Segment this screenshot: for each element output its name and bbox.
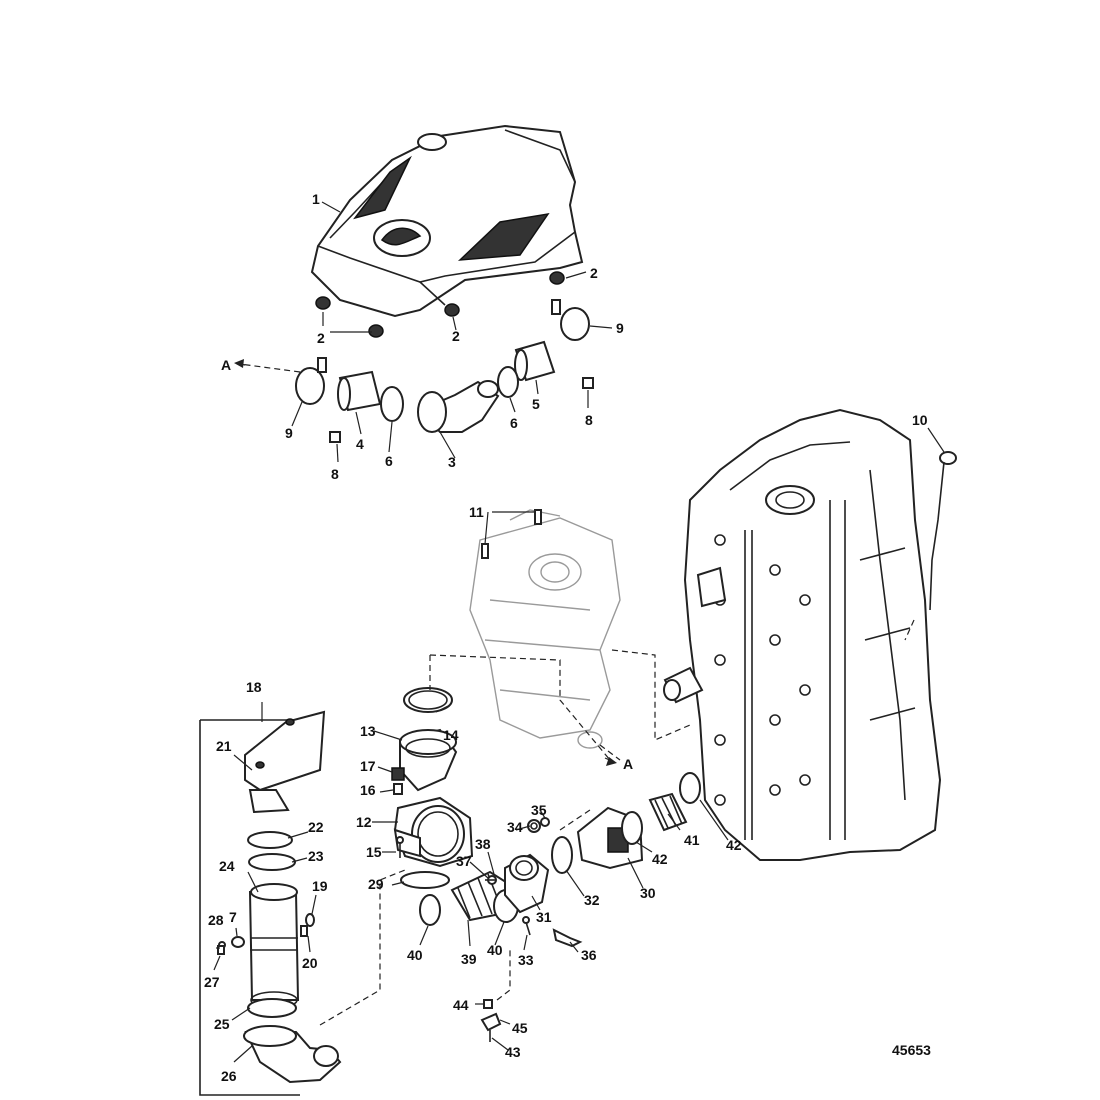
callout-28: 28 xyxy=(208,912,224,928)
callout-27: 27 xyxy=(204,974,220,990)
callout-labels: 1 2 2 2 3 4 5 6 6 7 8 8 9 9 10 11 12 13 … xyxy=(204,191,928,1084)
callout-22: 22 xyxy=(308,819,324,835)
callout-31: 31 xyxy=(536,909,552,925)
callout-5: 5 xyxy=(532,396,540,412)
figure-number: 45653 xyxy=(892,1042,931,1058)
callout-35: 35 xyxy=(531,802,547,818)
hose-clamp-ring-part xyxy=(403,687,453,713)
callout-7: 7 xyxy=(229,909,237,925)
callout-34: 34 xyxy=(507,819,523,835)
clip-part xyxy=(329,377,594,443)
callout-26: 26 xyxy=(221,1068,237,1084)
callout-17: 17 xyxy=(360,758,376,774)
callout-3: 3 xyxy=(448,454,456,470)
callout-44: 44 xyxy=(453,997,469,1013)
callout-2-middle: 2 xyxy=(452,328,460,344)
dipstick-part xyxy=(929,451,957,611)
callout-10: 10 xyxy=(912,412,928,428)
callout-6-right: 6 xyxy=(510,415,518,431)
callout-15: 15 xyxy=(366,844,382,860)
callout-38: 38 xyxy=(475,836,491,852)
callout-8-right: 8 xyxy=(585,412,593,428)
grommet-part xyxy=(315,271,565,338)
reference-arrow xyxy=(234,359,617,766)
callout-8-left: 8 xyxy=(331,466,339,482)
engine-block-part xyxy=(663,408,942,861)
callout-9-right: 9 xyxy=(616,320,624,336)
callout-40-right: 40 xyxy=(487,942,503,958)
fastener-part xyxy=(480,879,583,1042)
intake-adapter-part xyxy=(487,853,550,914)
supercharger-ghost-outline xyxy=(469,509,621,749)
callout-2-right: 2 xyxy=(590,265,598,281)
sleeve-part xyxy=(337,340,556,412)
callout-30: 30 xyxy=(640,885,656,901)
callout-40-left: 40 xyxy=(407,947,423,963)
intake-elbow-hose-part xyxy=(417,380,500,433)
sensor-part xyxy=(391,767,405,795)
callout-16: 16 xyxy=(360,782,376,798)
callout-36: 36 xyxy=(581,947,597,963)
callout-19: 19 xyxy=(312,878,328,894)
callout-24: 24 xyxy=(219,858,235,874)
throttle-body-part xyxy=(393,796,474,868)
intake-hose-part xyxy=(400,870,519,926)
clamp-ring-part xyxy=(380,366,519,422)
callout-37: 37 xyxy=(456,853,472,869)
callout-20: 20 xyxy=(302,955,318,971)
reference-mark-a-top: A xyxy=(221,357,231,373)
engine-cover-part xyxy=(310,124,584,318)
bypass-hose-part xyxy=(621,772,701,845)
callout-45: 45 xyxy=(512,1020,528,1036)
nut-part xyxy=(527,817,550,833)
callout-29: 29 xyxy=(368,876,384,892)
callout-1: 1 xyxy=(312,191,320,207)
callout-39: 39 xyxy=(461,951,477,967)
callout-11: 11 xyxy=(469,504,484,520)
callout-14: 14 xyxy=(443,727,459,743)
callout-33: 33 xyxy=(518,952,534,968)
callout-6-left: 6 xyxy=(385,453,393,469)
callout-41: 41 xyxy=(684,832,700,848)
callout-32: 32 xyxy=(584,892,600,908)
silencer-assembly-group xyxy=(199,710,342,1096)
callout-25: 25 xyxy=(214,1016,230,1032)
callout-2-left: 2 xyxy=(317,330,325,346)
callout-13: 13 xyxy=(360,723,376,739)
throttle-adapter-part xyxy=(399,728,458,792)
callout-18: 18 xyxy=(246,679,262,695)
reference-mark-a-bottom: A xyxy=(623,756,633,772)
assembly-path-lines xyxy=(239,363,915,1026)
screw-part xyxy=(396,836,404,858)
callout-leaders xyxy=(213,201,945,1063)
callout-23: 23 xyxy=(308,848,324,864)
callout-42-left: 42 xyxy=(652,851,668,867)
callout-4: 4 xyxy=(356,436,364,452)
callout-12: 12 xyxy=(356,814,372,830)
callout-9-left: 9 xyxy=(285,425,293,441)
callout-43: 43 xyxy=(505,1044,521,1060)
hose-clamp-part xyxy=(295,299,590,405)
callout-42-right: 42 xyxy=(726,837,742,853)
stud-part xyxy=(481,509,542,559)
callout-21: 21 xyxy=(216,738,232,754)
